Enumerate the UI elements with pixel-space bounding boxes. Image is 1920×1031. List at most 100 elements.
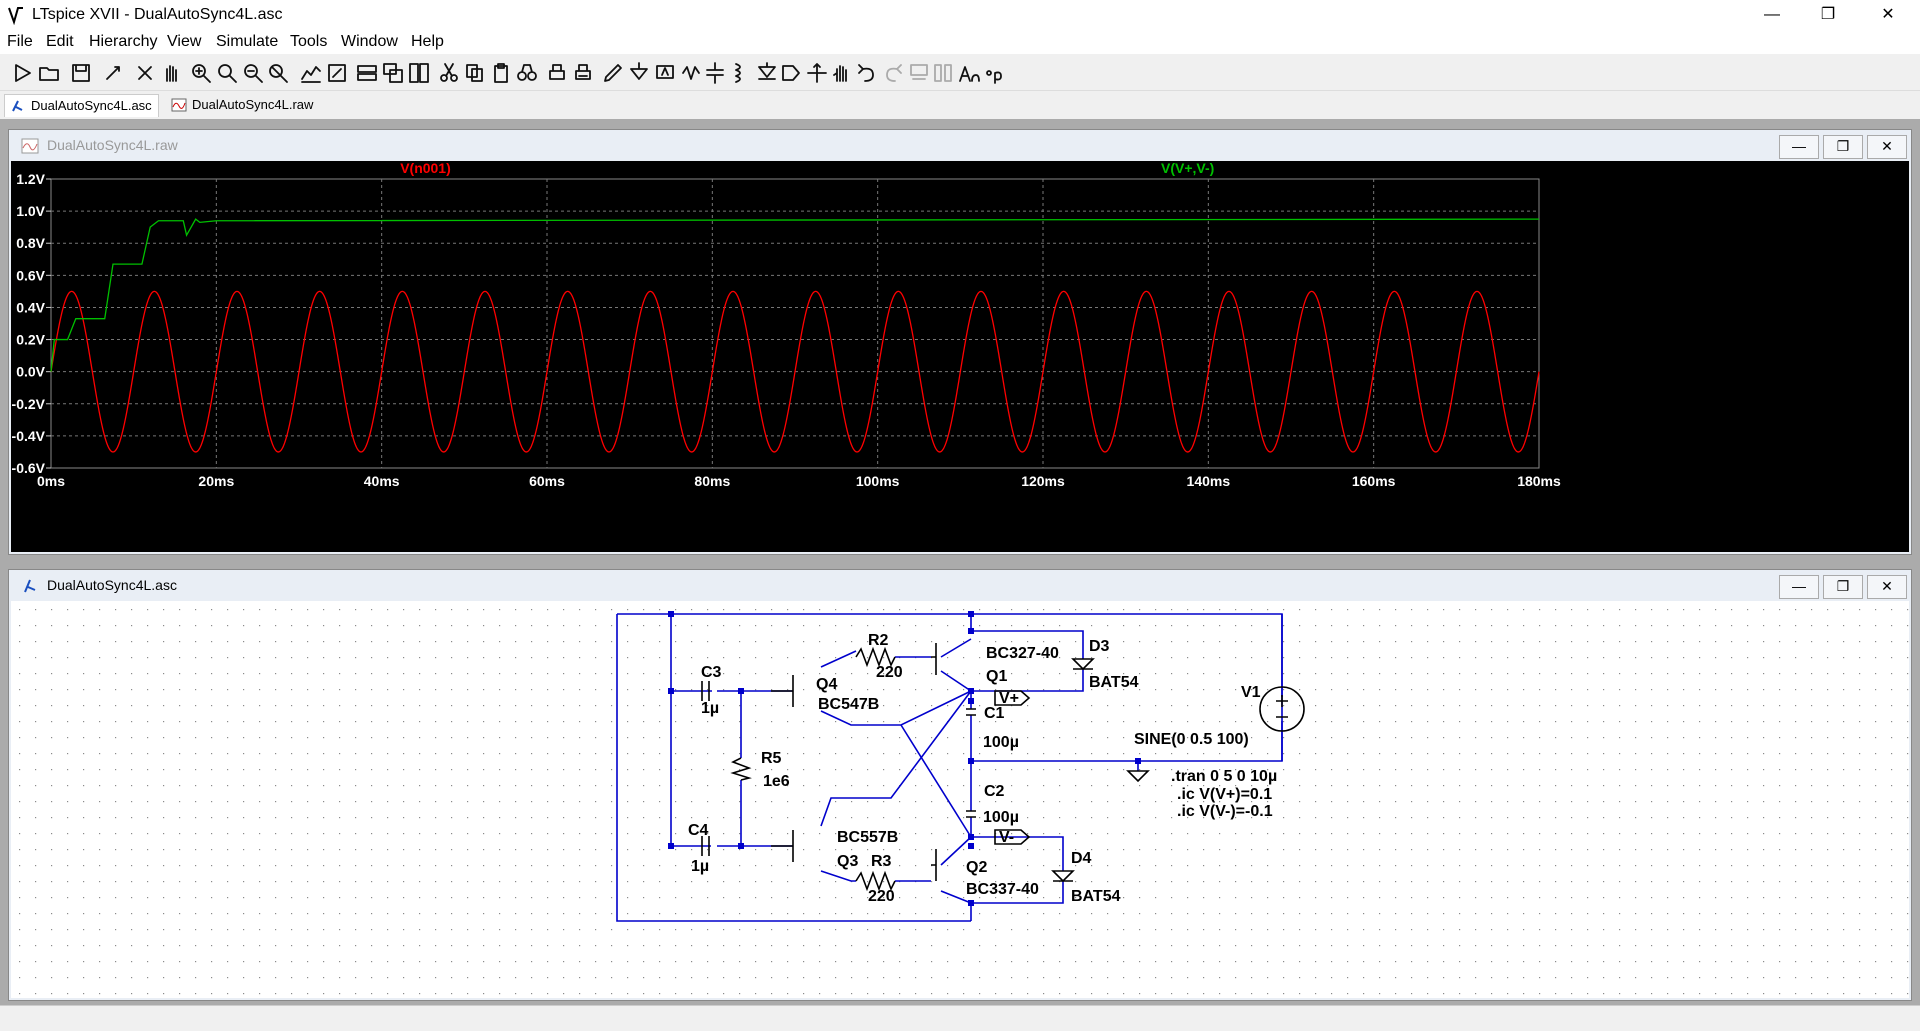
zoom-area-icon[interactable] (214, 61, 240, 85)
x-tick-label: 40ms (364, 473, 400, 489)
tab-waveform[interactable]: DualAutoSync4L.raw (166, 94, 319, 116)
waveform-titlebar: DualAutoSync4L.raw — ❐ ✕ (9, 130, 1911, 160)
open-icon[interactable] (36, 61, 62, 85)
value-q4: BC547B (818, 696, 879, 713)
redo-icon[interactable] (880, 61, 906, 85)
document-tabs: DualAutoSync4L.asc DualAutoSync4L.raw (0, 92, 1920, 118)
x-tick-label: 80ms (694, 473, 730, 489)
paste-icon[interactable] (488, 61, 514, 85)
menu-view[interactable]: View (167, 33, 202, 50)
rescale-icon[interactable] (324, 61, 350, 85)
directive-ic-vplus: .ic V(V+)=0.1 (1177, 786, 1272, 803)
label-v1: V1 (1241, 684, 1261, 701)
legend-vn001: V(n001) (400, 161, 451, 176)
menu-help[interactable]: Help (411, 33, 444, 50)
window-title: LTspice XVII - DualAutoSync4L.asc (32, 6, 283, 23)
print-icon[interactable] (570, 61, 596, 85)
status-bar (0, 1005, 1920, 1031)
component-icon[interactable] (778, 61, 804, 85)
grid-dots (11, 601, 1909, 998)
schematic-window[interactable]: DualAutoSync4L.asc — ❐ ✕ (8, 569, 1912, 1001)
schematic-canvas[interactable]: R2 220 R3 220 R5 1e6 C1 100µ C2 100µ C3 … (11, 601, 1909, 998)
menu-simulate[interactable]: Simulate (216, 33, 279, 50)
save-icon[interactable] (68, 61, 94, 85)
schematic-minimize-button[interactable]: — (1779, 575, 1819, 599)
junctions (668, 611, 1141, 906)
tile-vertical-icon[interactable] (406, 61, 432, 85)
waveform-close-button[interactable]: ✕ (1867, 135, 1907, 159)
menu-edit[interactable]: Edit (46, 33, 74, 50)
spice-directive-icon[interactable] (982, 61, 1008, 85)
zoom-out-icon[interactable] (240, 61, 266, 85)
schematic-drawing[interactable]: R2 220 R3 220 R5 1e6 C1 100µ C2 100µ C3 … (11, 601, 1909, 998)
cut-icon[interactable] (436, 61, 462, 85)
zoom-fit-icon[interactable] (265, 61, 291, 85)
drag-icon[interactable] (828, 61, 854, 85)
zoom-in-icon[interactable] (188, 61, 214, 85)
x-tick-label: 100ms (856, 473, 900, 489)
pan-icon[interactable] (158, 61, 184, 85)
directive-ic-vminus: .ic V(V-)=-0.1 (1177, 803, 1273, 820)
label-icon[interactable] (652, 61, 678, 85)
value-c2: 100µ (983, 809, 1019, 826)
schematic-restore-button[interactable]: ❐ (1823, 575, 1863, 599)
value-r5: 1e6 (763, 773, 790, 790)
x-tick-label: 140ms (1187, 473, 1231, 489)
component-symbols (701, 643, 1305, 892)
minimize-button[interactable]: — (1764, 6, 1780, 23)
value-d4: BAT54 (1071, 888, 1121, 905)
close-button[interactable]: ✕ (1881, 6, 1895, 23)
waveform-minimize-button[interactable]: — (1779, 135, 1819, 159)
run-icon[interactable] (10, 61, 36, 85)
y-tick-label: 0.6V (16, 267, 45, 283)
waveform-icon (21, 138, 39, 154)
control-panel-icon[interactable] (100, 61, 126, 85)
tile-horizontal-icon[interactable] (354, 61, 380, 85)
ground-icon[interactable] (626, 61, 652, 85)
restore-button[interactable]: ❐ (1820, 6, 1836, 23)
tab-label: DualAutoSync4L.raw (192, 97, 314, 112)
print-setup-icon[interactable] (544, 61, 570, 85)
schematic-icon (24, 579, 36, 593)
undo-icon[interactable] (854, 61, 880, 85)
waveform-restore-button[interactable]: ❐ (1823, 135, 1863, 159)
schematic-window-title: DualAutoSync4L.asc (47, 577, 177, 593)
series-vdiff-line (50, 218, 1540, 372)
waveform-icon (171, 98, 187, 112)
find-icon[interactable] (514, 61, 540, 85)
menu-hierarchy[interactable]: Hierarchy (89, 33, 158, 50)
halt-icon[interactable] (132, 61, 158, 85)
pencil-icon[interactable] (600, 61, 626, 85)
label-r3: R3 (871, 853, 892, 870)
directive-tran: .tran 0 5 0 10µ (1171, 768, 1277, 785)
mirror-icon[interactable] (930, 61, 956, 85)
label-r5: R5 (761, 750, 782, 767)
schematic-labels: R2 220 R3 220 R5 1e6 C1 100µ C2 100µ C3 … (688, 632, 1277, 905)
rotate-icon[interactable] (906, 61, 932, 85)
schematic-close-button[interactable]: ✕ (1867, 575, 1907, 599)
move-icon[interactable] (804, 61, 830, 85)
schematic-icon (12, 100, 23, 112)
menu-file[interactable]: File (7, 33, 33, 50)
cascade-icon[interactable] (380, 61, 406, 85)
capacitor-icon[interactable] (702, 61, 728, 85)
y-tick-label: 0.0V (16, 364, 45, 380)
menu-window[interactable]: Window (341, 33, 398, 50)
tab-label: DualAutoSync4L.asc (31, 98, 152, 113)
menu-tools[interactable]: Tools (290, 33, 328, 50)
resistor-icon[interactable] (678, 61, 704, 85)
tab-schematic[interactable]: DualAutoSync4L.asc (4, 94, 159, 117)
diode-icon[interactable] (754, 61, 780, 85)
text-icon[interactable] (956, 61, 982, 85)
copy-icon[interactable] (462, 61, 488, 85)
autorange-icon[interactable] (298, 61, 324, 85)
label-q2: Q2 (966, 859, 987, 876)
x-tick-label: 180ms (1517, 473, 1561, 489)
x-tick-label: 20ms (198, 473, 234, 489)
label-c2: C2 (984, 783, 1005, 800)
inductor-icon[interactable] (726, 61, 752, 85)
